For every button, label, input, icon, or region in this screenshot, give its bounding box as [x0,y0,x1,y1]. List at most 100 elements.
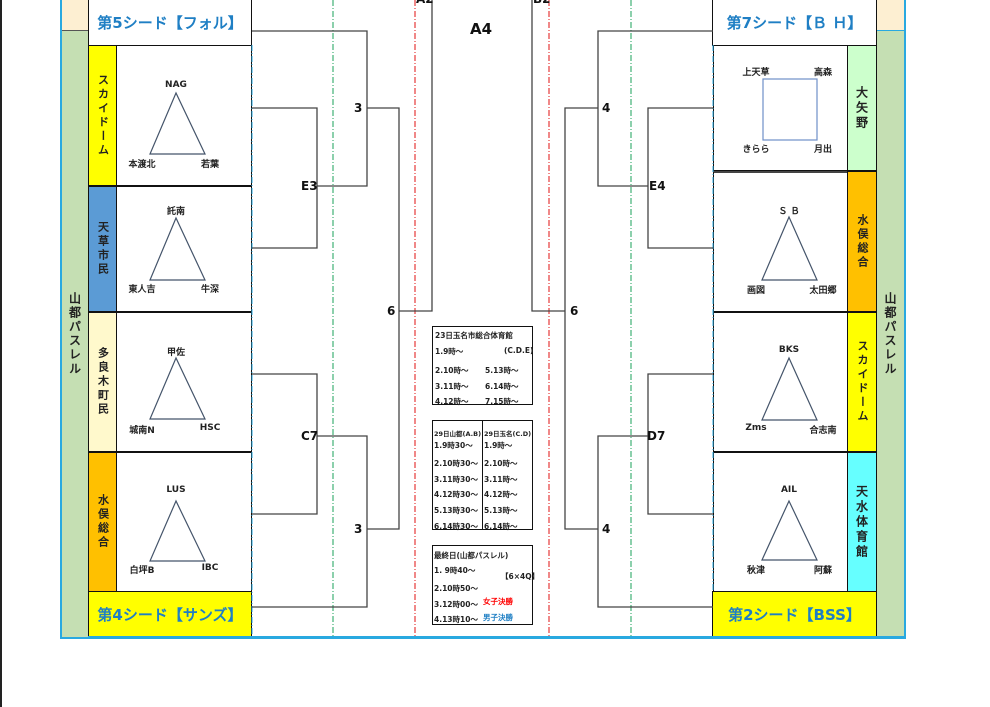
schedule-row: 6.14時～ [484,522,518,531]
left-group-3-venue: 多良木町民 [88,312,117,452]
schedule-row: 5.13時30～ [434,506,478,515]
schedule-row: 2.10時～ [484,459,518,468]
left-group-4: LUS 白坪B IBC [116,452,252,592]
team-top: Ｓ Ｂ [778,207,800,217]
left-group-2-venue: 天草市民 [88,186,117,312]
triangle-shape [149,356,206,420]
seed-top-left-label: 第5シード【フォル】 [97,13,243,32]
team-top: 託南 [166,207,186,217]
schedule-row: 1.9時～ [435,347,464,356]
schedule-format: 【6×4Q】 [501,572,540,581]
label-left-r2-top: 3 [354,101,363,115]
schedule-row: 2.10時30～ [434,459,478,468]
left-group-1: NAG 本渡北 若葉 [116,45,252,186]
team-bottom-left: きらら [742,145,770,155]
schedule-row: 4.12時～ [435,397,469,406]
schedule-day29-col2-title: 29日玉名(C.D) [484,430,532,438]
team-bottom-left: 東人吉 [128,285,156,295]
right-group-4: AIL 秋津 阿蘇 [713,452,848,592]
seed-bottom-right-label: 第2シード【BSS】 [728,606,861,624]
schedule-row: 5.13時～ [484,506,518,515]
team-bottom-right: 太田郷 [809,286,837,296]
label-e4: E4 [649,179,666,193]
team-bottom-right: 若葉 [200,160,220,170]
team-bottom-right: 牛深 [200,285,220,295]
venue-label: スカイドーム [856,340,869,424]
team-bottom-left: 秋津 [746,566,766,576]
schedule-row: 1. 9時40～ [434,566,476,575]
schedule-row: 3.11時～ [484,475,518,484]
right-group-3: BKS Zms 合志南 [713,312,848,452]
men-final-label: 男子決勝 [483,613,513,622]
team-top: BKS [778,345,800,355]
team-bottom-left: 白坪B [129,566,155,576]
triangle-shape [149,91,206,155]
label-a2: A2 [416,0,434,6]
right-group-2: Ｓ Ｂ 画図 太田郷 [713,171,848,312]
right-group-4-venue: 天水体育館 [847,452,877,592]
schedule-row: 3.12時00～ [434,600,478,609]
label-b2: B2 [533,0,551,6]
left-outer-venue: 山都パスレル [62,31,88,637]
schedule-row: 5.13時～ [485,366,519,375]
schedule-row: 2.10時～ [435,366,469,375]
right-group-1-venue: 大矢野 [847,45,877,171]
right-group-2-venue: 水俣総合 [847,171,877,312]
schedule-divider [482,421,483,529]
team-bottom-left: 本渡北 [128,160,156,170]
label-right-r2-bottom: 4 [602,522,611,536]
schedule-row: 3.11時～ [435,382,469,391]
schedule-row: 6.14時～ [485,382,519,391]
venue-label: 多良木町民 [96,347,110,417]
label-right-r2-top: 4 [602,101,611,115]
team-top-right: 高森 [813,68,833,78]
left-group-4-venue: 水俣総合 [88,452,117,592]
schedule-row: 1.9時～ [484,441,513,450]
venue-label: 水俣総合 [856,213,869,270]
left-venue-header [62,0,88,31]
team-bottom-right: 阿蘇 [813,566,833,576]
label-d7: D7 [647,429,666,443]
schedule-row: 3.11時30～ [434,475,478,484]
schedule-row: 6.14時30～ [434,522,478,531]
women-final-label: 女子決勝 [483,597,513,606]
venue-label: 天草市民 [96,221,110,277]
seed-bottom-right: 第2シード【BSS】 [712,591,877,638]
schedule-day23: 23日玉名市総合体育館 1.9時～ (C.D.E) 2.10時～ 5.13時～ … [432,326,534,406]
schedule-final: 最終日(山都パスレル) 1. 9時40～ 【6×4Q】 2.10時50～ 3.1… [432,545,539,625]
venue-label: 天水体育館 [854,484,869,560]
venue-label: 水俣総合 [96,494,110,550]
seed-bottom-left: 第4シード【サンズ】 [88,591,252,638]
left-group-2: 託南 東人吉 牛深 [116,186,252,312]
team-bottom-left: Zms [745,423,767,433]
triangle-shape [761,356,818,421]
schedule-row: 2.10時50～ [434,584,478,593]
triangle-shape [149,216,206,281]
seed-top-left: 第5シード【フォル】 [88,0,252,46]
schedule-row: 4.12時30～ [434,490,478,499]
right-outer-venue: 山都パスレル [877,31,904,637]
schedule-day23-title: 23日玉名市総合体育館 [435,331,513,340]
team-top: NAG [165,80,187,90]
right-outer-venue-label: 山都パスレル [883,292,897,376]
schedule-courts: (C.D.E) [504,346,534,355]
right-group-1: 上天草 高森 きらら 月出 [713,45,848,171]
seed-top-right: 第7シード【Ｂ Ｈ】 [712,0,877,46]
right-venue-header [877,0,904,31]
team-top: LUS [166,485,186,495]
schedule-row: 7.15時～ [485,397,519,406]
center-title: A4 [470,20,493,38]
team-bottom-right: HSC [199,423,221,433]
label-right-semi: 6 [570,304,579,318]
square-shape [762,78,818,141]
seed-bottom-left-label: 第4シード【サンズ】 [97,606,243,624]
team-bottom-left: 画図 [746,286,766,296]
triangle-shape [761,215,818,281]
label-left-semi: 6 [387,304,396,318]
schedule-day29: 29日山都(A.B) 29日玉名(C.D) 1.9時30～ 2.10時30～ 3… [432,420,533,531]
schedule-row: 1.9時30～ [434,441,473,450]
label-c7: C7 [301,429,319,443]
label-e3: E3 [301,179,318,193]
seed-top-right-label: 第7シード【Ｂ Ｈ】 [726,13,863,32]
team-bottom-right: 合志南 [809,426,837,436]
